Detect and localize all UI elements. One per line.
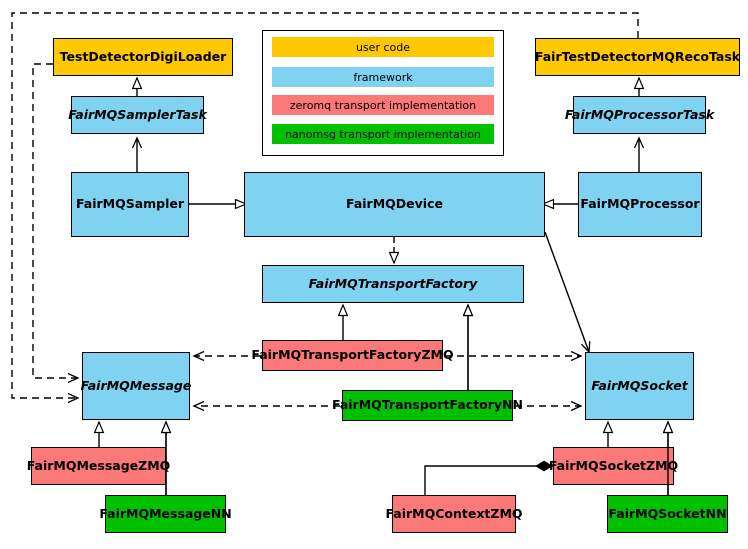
class-box-fairmqmessage[interactable]: FairMQMessage [81, 352, 191, 420]
class-box-fairmqsocketnn[interactable]: FairMQSocketNN [607, 495, 728, 533]
class-box-fairmqprocessor[interactable]: FairMQProcessor [578, 172, 702, 237]
class-label-fairmqprocessor: FairMQProcessor [580, 196, 700, 212]
class-box-fairmqcontextzmq[interactable]: FairMQContextZMQ [385, 495, 523, 533]
class-label-fairmqsocketnn: FairMQSocketNN [608, 505, 727, 521]
class-label-fairtestdetectormqrecotask: FairTestDetectorMQRecoTask [534, 48, 741, 64]
class-box-fairmqtransportfactoryzmq[interactable]: FairMQTransportFactoryZMQ [251, 340, 454, 371]
legend-label-user-code: user code [355, 40, 411, 54]
legend-entry-zeromq: zeromq transport implementation [272, 95, 494, 115]
legend-label-framework: framework [353, 70, 413, 84]
class-label-fairmqcontextzmq: FairMQContextZMQ [385, 505, 523, 521]
class-label-fairmqsocket: FairMQSocket [591, 377, 688, 393]
class-label-fairmqtransportfactory: FairMQTransportFactory [308, 275, 478, 291]
class-label-fairmqmessage: FairMQMessage [80, 377, 192, 393]
class-box-fairmqdevice[interactable]: FairMQDevice [244, 172, 545, 237]
class-box-fairmqsocketzmq[interactable]: FairMQSocketZMQ [549, 447, 678, 485]
class-box-fairmqmessagenn[interactable]: FairMQMessageNN [99, 495, 232, 533]
class-box-fairmqmessagezmq[interactable]: FairMQMessageZMQ [27, 447, 170, 485]
edge-device-to-socket [544, 231, 589, 352]
class-box-testdetectordigiloader[interactable]: TestDetectorDigiLoader [53, 38, 233, 76]
class-label-fairmqmessagezmq: FairMQMessageZMQ [26, 457, 171, 473]
class-label-fairmqdevice: FairMQDevice [346, 196, 443, 212]
class-box-fairtestdetectormqrecotask[interactable]: FairTestDetectorMQRecoTask [535, 38, 740, 76]
class-label-fairmqmessagenn: FairMQMessageNN [99, 505, 232, 521]
class-box-fairmqprocessortask[interactable]: FairMQProcessorTask [565, 96, 714, 134]
class-label-fairmqsamplertask: FairMQSamplerTask [68, 106, 207, 122]
class-label-fairmqtransportfactorynn: FairMQTransportFactoryNN [332, 397, 523, 413]
legend-label-zeromq: zeromq transport implementation [289, 98, 477, 112]
class-label-fairmqtransportfactoryzmq: FairMQTransportFactoryZMQ [251, 347, 454, 363]
class-label-fairmqsampler: FairMQSampler [75, 196, 185, 212]
class-box-fairmqsocket[interactable]: FairMQSocket [585, 352, 694, 420]
class-box-fairmqtransportfactorynn[interactable]: FairMQTransportFactoryNN [332, 390, 523, 421]
class-label-fairmqsocketzmq: FairMQSocketZMQ [548, 457, 679, 473]
class-box-fairmqsamplertask[interactable]: FairMQSamplerTask [68, 96, 207, 134]
legend-entry-user-code: user code [272, 37, 494, 57]
legend-entry-framework: framework [272, 67, 494, 87]
class-box-fairmqtransportfactory[interactable]: FairMQTransportFactory [262, 265, 524, 303]
edge-contextzmq-to-socketzmq [424, 460, 553, 495]
legend-label-nanomsg: nanomsg transport implementation [285, 127, 481, 141]
class-label-fairmqprocessortask: FairMQProcessorTask [564, 106, 715, 122]
class-box-fairmqsampler[interactable]: FairMQSampler [71, 172, 189, 237]
class-label-testdetectordigiloader: TestDetectorDigiLoader [59, 48, 227, 64]
legend-entry-nanomsg: nanomsg transport implementation [272, 124, 494, 144]
